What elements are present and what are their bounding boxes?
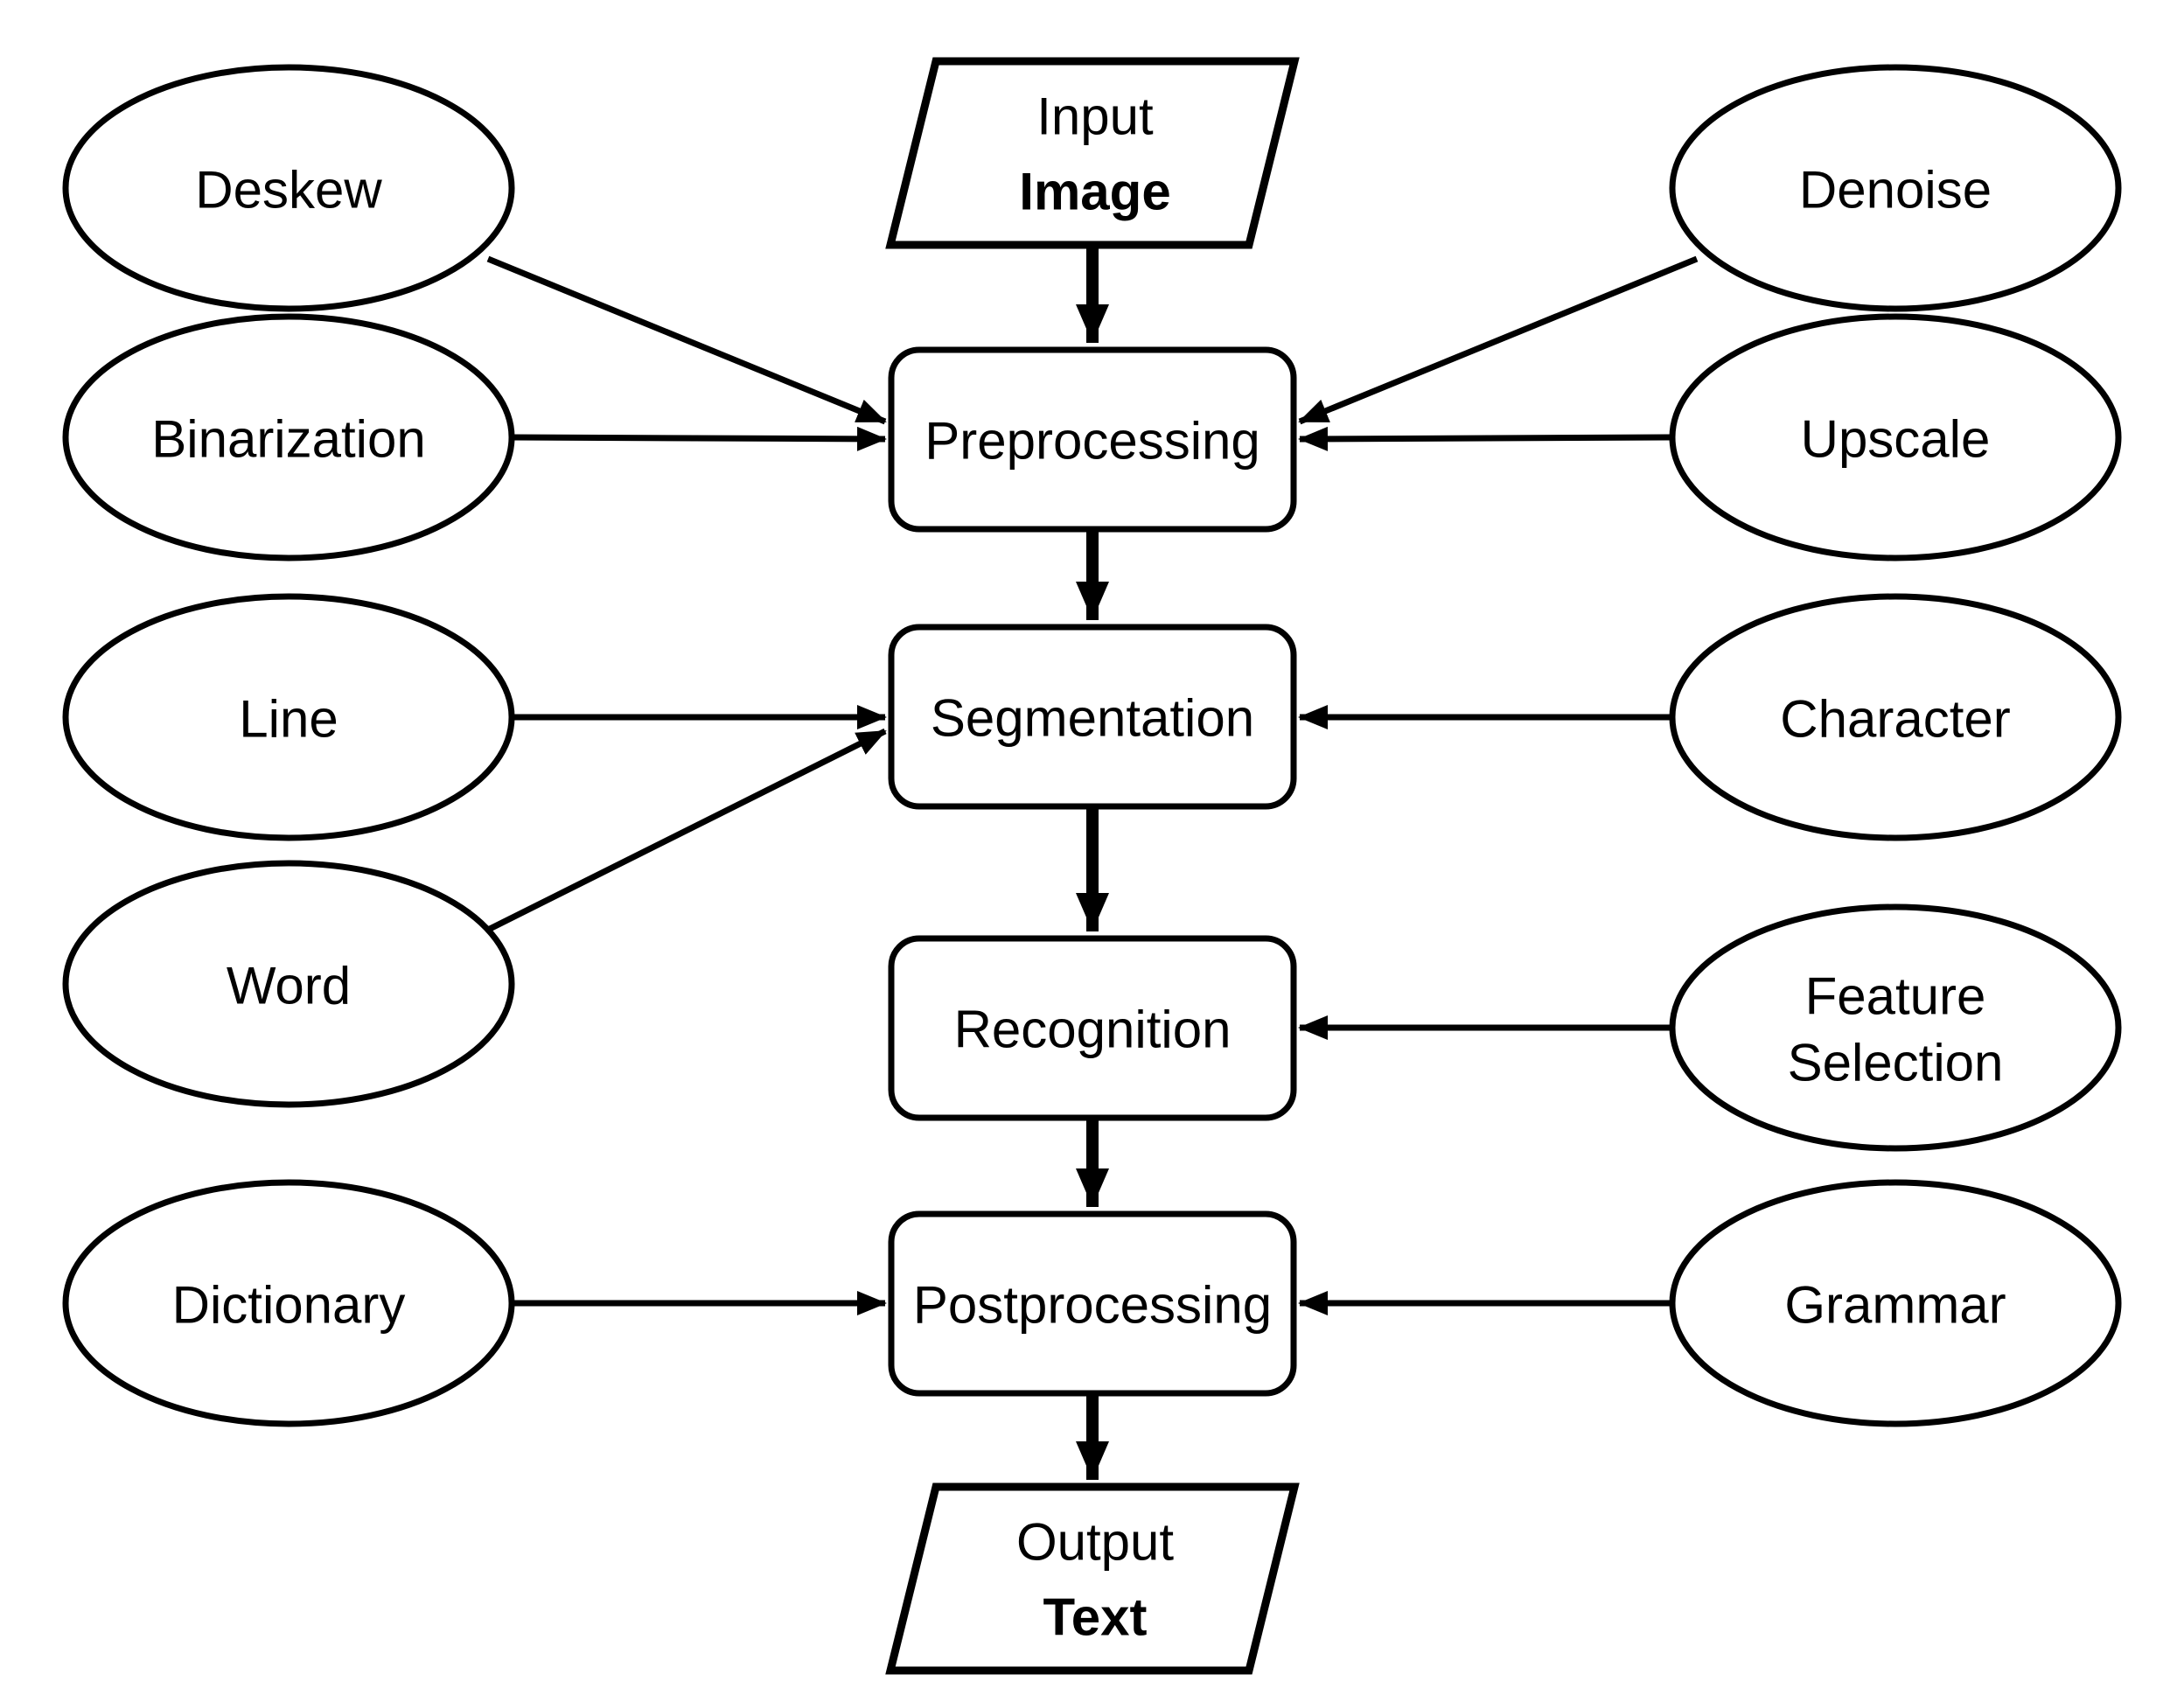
edge-word-to-segmentation: [488, 728, 887, 932]
dictionary-label: Dictionary: [172, 1276, 406, 1335]
denoise-ellipse: [1669, 64, 2122, 312]
preprocessing-label: Preprocessing: [925, 412, 1260, 471]
edge-upscale-to-preprocessing: [1298, 426, 1676, 451]
edge-deskew-to-preprocessing: [486, 255, 887, 425]
deskew-ellipse: [62, 64, 515, 312]
feature-selection-ellipse: [1669, 903, 2122, 1152]
word-label: Word: [227, 957, 351, 1015]
feature-selection-label-line2: Selection: [1788, 1034, 2004, 1092]
postprocessing-box: [888, 1210, 1297, 1397]
binarization-label: Binarization: [151, 410, 426, 469]
edge-denoise-to-preprocessing: [1298, 255, 1699, 425]
node-grammar: Grammar: [1669, 1179, 2122, 1427]
node-postprocessing: Postprocessing: [888, 1210, 1297, 1397]
upscale-label: Upscale: [1801, 410, 1991, 469]
edges: [486, 245, 1699, 1480]
node-deskew: Deskew: [62, 64, 515, 312]
character-label: Character: [1780, 690, 2010, 749]
output-text-label-line2: Text: [1043, 1588, 1148, 1647]
output-text-label-line1: Output: [1016, 1513, 1174, 1572]
deskew-label: Deskew: [195, 161, 382, 220]
character-ellipse: [1669, 593, 2122, 841]
input-image-label-line2: Image: [1019, 163, 1170, 221]
node-dictionary: Dictionary: [62, 1179, 515, 1427]
feature-selection-label-line1: Feature: [1805, 967, 1986, 1026]
dictionary-ellipse: [62, 1179, 515, 1427]
word-ellipse: [62, 860, 515, 1108]
node-character: Character: [1669, 593, 2122, 841]
input-image-label-line1: Input: [1036, 87, 1154, 146]
recognition-label: Recognition: [954, 1001, 1232, 1059]
denoise-label: Denoise: [1799, 161, 1992, 220]
grammar-ellipse: [1669, 1179, 2122, 1427]
postprocessing-label: Postprocessing: [913, 1276, 1272, 1335]
node-denoise: Denoise: [1669, 64, 2122, 312]
node-binarization: Binarization: [62, 313, 515, 562]
node-word: Word: [62, 860, 515, 1108]
node-recognition: Recognition: [888, 935, 1297, 1121]
grammar-label: Grammar: [1784, 1276, 2006, 1335]
output-text-parallelogram: [885, 1482, 1300, 1675]
segmentation-label: Segmentation: [931, 689, 1254, 748]
node-output-text: Output Text: [885, 1482, 1300, 1675]
node-upscale: Upscale: [1669, 313, 2122, 562]
node-segmentation: Segmentation: [888, 624, 1297, 810]
node-line: Line: [62, 593, 515, 841]
upscale-ellipse: [1669, 313, 2122, 562]
preprocessing-box: [888, 346, 1297, 533]
node-preprocessing: Preprocessing: [888, 346, 1297, 533]
segmentation-box: [888, 624, 1297, 810]
node-feature-selection: Feature Selection: [1669, 903, 2122, 1152]
line-label: Line: [239, 690, 338, 749]
edge-binarization-to-preprocessing: [509, 426, 887, 451]
binarization-ellipse: [62, 313, 515, 562]
line-ellipse: [62, 593, 515, 841]
recognition-box: [888, 935, 1297, 1121]
input-image-parallelogram: [885, 57, 1300, 249]
node-input-image: Input Image: [885, 57, 1300, 249]
